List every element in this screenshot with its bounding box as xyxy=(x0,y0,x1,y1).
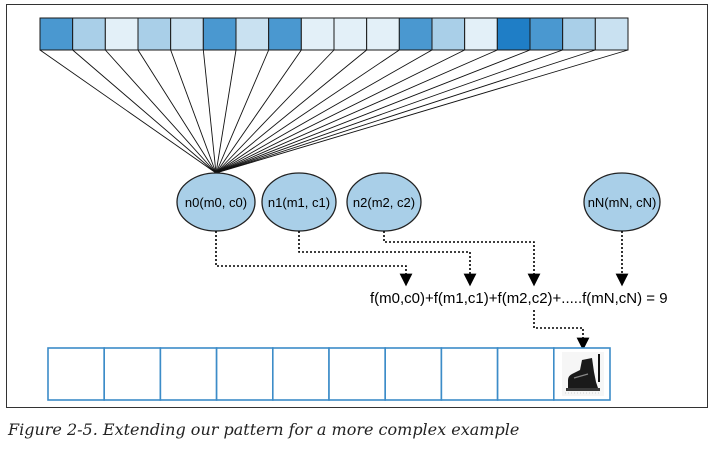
boot-icon xyxy=(562,352,604,396)
input-cell xyxy=(464,17,498,51)
connection-line xyxy=(137,49,217,174)
connection-line xyxy=(104,49,217,174)
output-class-row xyxy=(47,347,611,401)
connection-line xyxy=(215,49,270,174)
output-cell xyxy=(328,347,387,401)
output-cell xyxy=(384,347,443,401)
connection-line xyxy=(215,49,367,174)
connection-line xyxy=(170,49,217,174)
input-connection-lines xyxy=(39,49,629,174)
connector-n1-to-term1 xyxy=(298,231,477,287)
input-cell xyxy=(333,17,368,51)
input-cell xyxy=(170,17,204,51)
connection-line xyxy=(215,49,531,174)
input-cell xyxy=(104,17,139,51)
neuron-n1: n1(m1, c1) xyxy=(261,172,337,232)
input-cell xyxy=(39,17,74,51)
input-cell xyxy=(496,17,531,51)
neuron-nN-label: nN(mN, cN) xyxy=(588,195,657,210)
connection-line xyxy=(202,49,217,174)
neuron-n2-label: n2(m2, c2) xyxy=(353,195,415,210)
connection-line xyxy=(72,49,217,174)
input-cell xyxy=(268,17,302,51)
input-cell xyxy=(431,17,466,51)
input-cell xyxy=(398,17,433,51)
output-cell xyxy=(47,347,106,401)
connection-line xyxy=(215,49,596,174)
input-cell xyxy=(562,17,596,51)
input-cell xyxy=(72,17,106,51)
neuron-n0: n0(m0, c0) xyxy=(176,172,256,232)
sum-equation: f(m0,c0)+f(m1,c1)+f(m2,c2)+.....f(mN,cN)… xyxy=(370,290,668,307)
input-cell xyxy=(594,17,629,51)
connector-n2-to-term2 xyxy=(383,231,541,287)
connector-sum-to-output xyxy=(533,310,590,351)
neural-network-diagram: n0(m0, c0) n1(m1, c1) n2(m2, c2) nN(mN, … xyxy=(39,17,668,401)
output-cell xyxy=(271,347,330,401)
connection-line xyxy=(215,49,629,174)
input-cell xyxy=(529,17,564,51)
connection-line xyxy=(215,49,498,174)
connection-line xyxy=(215,49,335,174)
connection-line xyxy=(215,49,465,174)
connector-n0-to-term0 xyxy=(215,231,413,287)
input-cell xyxy=(235,17,270,51)
input-pixel-row xyxy=(39,17,629,51)
neuron-n0-label: n0(m0, c0) xyxy=(185,195,247,210)
output-cell xyxy=(440,347,499,401)
input-cell xyxy=(137,17,172,51)
connection-line xyxy=(215,49,302,174)
neuron-n1-label: n1(m1, c1) xyxy=(268,195,330,210)
figure-caption: Figure 2-5. Extending our pattern for a … xyxy=(8,420,520,439)
output-cell xyxy=(496,347,555,401)
output-cell xyxy=(103,347,162,401)
input-cell xyxy=(366,17,400,51)
connection-line xyxy=(215,49,237,174)
input-cell xyxy=(202,17,237,51)
input-cell xyxy=(300,17,335,51)
connection-line xyxy=(215,49,433,174)
output-cell xyxy=(215,347,274,401)
neuron-n2: n2(m2, c2) xyxy=(346,172,422,232)
connection-line xyxy=(215,49,400,174)
connection-line xyxy=(39,49,217,174)
neuron-nN: nN(mN, cN) xyxy=(583,172,661,232)
output-cell xyxy=(159,347,218,401)
connection-line xyxy=(215,49,563,174)
